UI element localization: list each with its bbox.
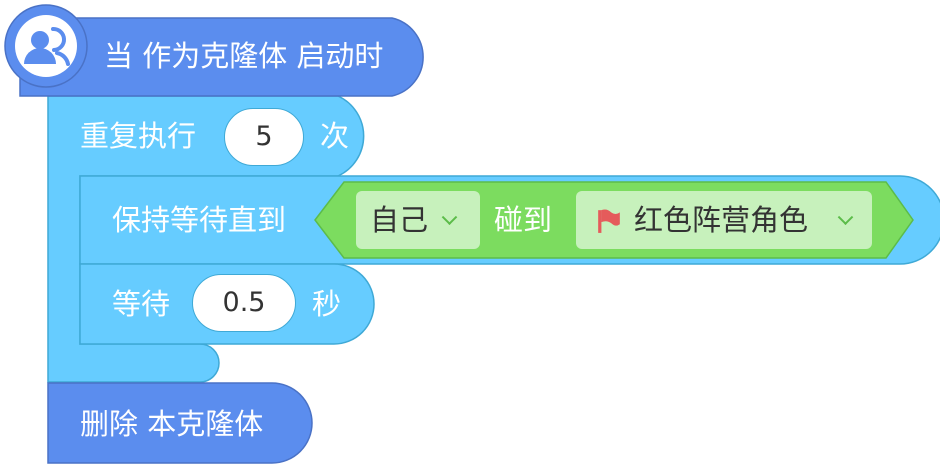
chevron-down-icon — [441, 209, 458, 226]
flag-icon — [598, 209, 620, 233]
touch-subject-dropdown[interactable]: 自己 — [356, 191, 480, 249]
hat-block-label: 当 作为克隆体 启动时 — [104, 39, 384, 73]
seconds-label: 秒 — [312, 287, 342, 321]
touch-subject-value: 自己 — [370, 203, 429, 237]
repeat-label: 重复执行 — [80, 119, 197, 153]
wait-until-label: 保持等待直到 — [112, 203, 287, 237]
chevron-down-icon — [837, 209, 854, 226]
hat-block-shape[interactable] — [19, 17, 424, 97]
wait-label: 等待 — [112, 287, 171, 321]
touch-target-dropdown[interactable]: 红色阵营角色 — [576, 191, 872, 249]
users-icon — [24, 27, 70, 66]
wait-seconds-input[interactable]: 0.5 — [192, 274, 296, 332]
touch-target-value: 红色阵营角色 — [634, 203, 809, 237]
repeat-times-label: 次 — [320, 119, 350, 153]
delete-clone-label: 删除 本克隆体 — [80, 407, 264, 441]
delete-clone-block-shape[interactable] — [47, 382, 313, 464]
repeat-count-input[interactable]: 5 — [224, 108, 304, 166]
touching-label: 碰到 — [494, 203, 553, 237]
